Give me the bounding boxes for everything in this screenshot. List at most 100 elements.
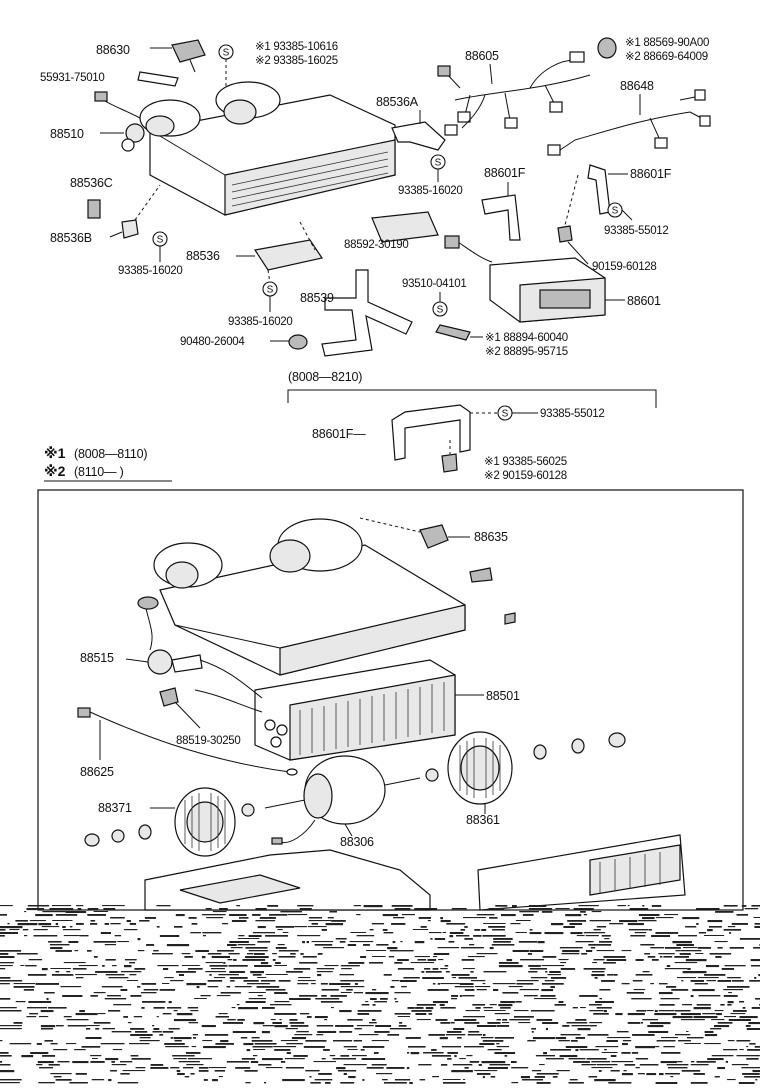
noise-streak (190, 1010, 199, 1012)
noise-streak (0, 1055, 12, 1057)
noise-streak (425, 971, 442, 973)
noise-streak (356, 1025, 374, 1027)
noise-streak (343, 1073, 347, 1075)
noise-streak (746, 1028, 760, 1030)
noise-streak (39, 1067, 53, 1069)
noise-streak (622, 1040, 632, 1042)
noise-streak (451, 995, 459, 997)
noise-streak (711, 1019, 725, 1021)
noise-streak (277, 944, 285, 946)
noise-streak (650, 1022, 671, 1025)
noise-streak (299, 962, 318, 964)
noise-streak (343, 1064, 367, 1066)
noise-streak (305, 1040, 327, 1042)
noise-streak (41, 1028, 54, 1030)
noise-streak (93, 941, 117, 943)
noise-streak (480, 1037, 494, 1039)
noise-streak (0, 977, 11, 979)
noise-streak (596, 950, 615, 952)
noise-streak (452, 1064, 473, 1066)
noise-streak (696, 923, 699, 925)
noise-streak (0, 1070, 15, 1073)
noise-streak (90, 923, 98, 925)
noise-streak (248, 950, 268, 952)
noise-streak (570, 932, 583, 935)
noise-streak (650, 983, 654, 985)
noise-streak (522, 914, 534, 916)
noise-streak (683, 947, 698, 949)
noise-streak (593, 929, 601, 931)
label-88536: 88536 (186, 249, 220, 263)
noise-streak (129, 923, 137, 925)
noise-streak (0, 1028, 22, 1030)
noise-streak (159, 989, 176, 991)
noise-streak (691, 1061, 695, 1063)
noise-streak (117, 941, 129, 943)
noise-streak (692, 989, 715, 992)
noise-streak (709, 926, 722, 928)
noise-streak (338, 1070, 357, 1072)
noise-streak (494, 1052, 516, 1054)
noise-streak (615, 1013, 623, 1016)
noise-streak (370, 998, 377, 1000)
noise-streak (52, 920, 73, 921)
noise-streak (280, 1061, 286, 1063)
noise-streak (188, 917, 197, 919)
noise-streak (176, 1070, 181, 1073)
noise-streak (603, 1010, 607, 1013)
connector-icon (597, 37, 617, 59)
bracket-88601F-icon (481, 194, 521, 241)
noise-streak (544, 980, 555, 982)
noise-streak (108, 977, 129, 979)
noise-streak (250, 1061, 259, 1063)
noise-streak (464, 926, 468, 928)
noise-streak (591, 911, 602, 913)
noise-streak (445, 1034, 466, 1036)
noise-streak (630, 935, 646, 937)
noise-streak (13, 1022, 23, 1024)
noise-streak (137, 950, 145, 952)
noise-streak (77, 908, 82, 910)
noise-streak (62, 995, 83, 997)
noise-streak (332, 1058, 356, 1060)
noise-streak (515, 920, 531, 921)
noise-streak (239, 917, 249, 919)
noise-streak (407, 1052, 410, 1054)
noise-streak (648, 1031, 669, 1033)
noise-streak (391, 980, 400, 982)
bracket-88601F-icon (587, 164, 611, 215)
noise-streak (672, 1016, 693, 1019)
noise-streak (598, 1070, 602, 1072)
screw-icon (504, 612, 516, 625)
noise-streak (143, 989, 159, 991)
noise-streak (26, 1016, 37, 1018)
noise-streak (671, 989, 689, 991)
noise-streak (417, 959, 427, 961)
noise-streak (0, 1064, 11, 1066)
noise-streak (229, 971, 245, 973)
noise-streak (709, 953, 732, 955)
noise-streak (466, 1055, 473, 1057)
noise-streak (601, 1052, 618, 1053)
noise-streak (372, 989, 377, 991)
noise-streak (711, 1055, 734, 1057)
noise-streak (443, 1082, 466, 1084)
noise-streak (187, 1058, 212, 1060)
label-93385-a: 93385-16020 (118, 265, 183, 277)
noise-streak (339, 974, 354, 976)
noise-streak (489, 1004, 497, 1006)
noise-streak (704, 1031, 714, 1033)
noise-streak (672, 941, 692, 944)
noise-streak (55, 971, 60, 973)
noise-streak (92, 1058, 98, 1059)
noise-streak (751, 965, 760, 967)
noise-streak (541, 911, 553, 913)
noise-streak (282, 932, 289, 933)
noise-streak (704, 1034, 718, 1037)
noise-streak (534, 998, 557, 1000)
noise-streak (250, 971, 264, 974)
noise-streak (315, 998, 340, 1000)
svg-text:S: S (435, 158, 442, 169)
noise-streak (110, 917, 125, 919)
noise-streak (707, 929, 713, 932)
